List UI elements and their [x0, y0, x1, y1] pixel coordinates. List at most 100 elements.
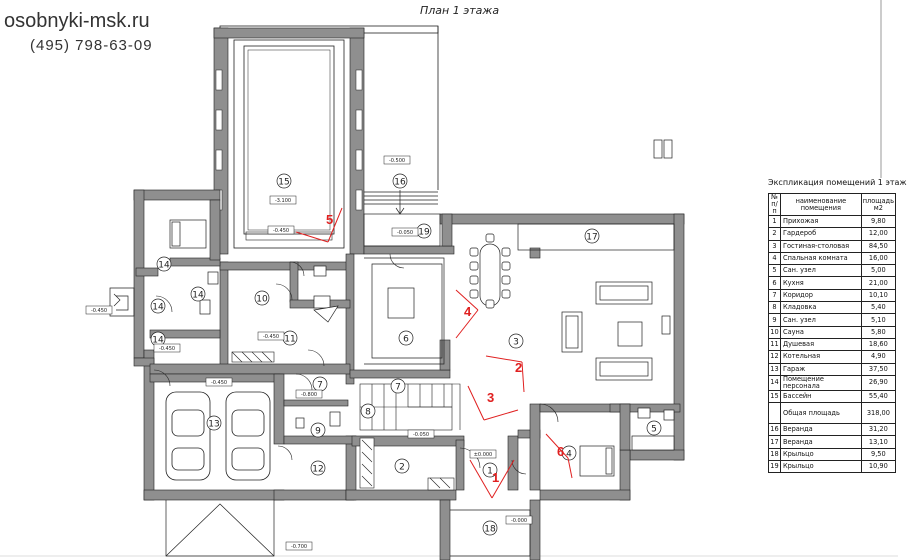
row-num: 3 [768, 239, 781, 253]
row-area: 12,00 [860, 227, 897, 241]
view-line [455, 289, 479, 311]
level-tag-box [407, 429, 435, 439]
row-name: Душевая [780, 337, 862, 352]
room-marker-label: 2 [399, 463, 405, 473]
room-marker-label: 4 [566, 450, 572, 460]
room-marker [150, 298, 166, 314]
pool-block [213, 25, 439, 255]
room-marker [508, 333, 524, 349]
row-area: 37,50 [860, 362, 897, 376]
room-marker-label: 3 [513, 338, 519, 348]
row-name: Прихожая [780, 214, 862, 229]
level-tag-box [505, 515, 533, 525]
row-num: 15 [768, 389, 781, 404]
col-name-header: наименование помещения [780, 193, 862, 216]
total-label: Общая площадь [780, 402, 862, 425]
row-num: 11 [768, 337, 781, 352]
main-walls [133, 189, 685, 560]
row-num [768, 402, 781, 425]
room-marker [310, 422, 326, 438]
explication-panel: Экспликация помещений 1 этаж № п/п наиме… [766, 178, 907, 474]
row-area: 31,20 [860, 423, 897, 437]
row-name: Кладовка [780, 301, 862, 315]
level-tag-box [257, 331, 285, 341]
room-marker-label: 7 [317, 381, 323, 391]
row-num: 18 [768, 447, 781, 462]
view-marker-label: 2 [515, 360, 522, 375]
row-area: 26,90 [860, 374, 897, 391]
level-tag: -0.050 [397, 230, 413, 236]
view-line [295, 231, 329, 243]
col-num-header: № п/п [768, 193, 781, 216]
room-marker-label: 7 [395, 383, 401, 393]
row-name: Бассейн [780, 389, 862, 404]
explication-title: Экспликация помещений 1 этаж [768, 178, 907, 187]
row-name: Помещение персонала [780, 374, 862, 391]
level-tag-box [85, 305, 113, 315]
row-area: 55,40 [860, 389, 897, 404]
garage-approach [165, 500, 531, 557]
site-url[interactable]: osobnyki-msk.ru [4, 10, 150, 32]
row-num: 1 [768, 214, 781, 229]
room-marker [398, 330, 414, 346]
room-marker [390, 378, 406, 394]
dining-table [469, 233, 511, 309]
level-tag: -0.000 [511, 518, 527, 524]
level-tag: -0.450 [159, 346, 175, 352]
room-marker [392, 173, 408, 189]
room-marker [190, 286, 206, 302]
row-num: 13 [768, 362, 781, 376]
beds [169, 219, 615, 477]
level-tag: -0.500 [389, 158, 405, 164]
row-area: 16,00 [860, 251, 897, 266]
row-num: 14 [768, 374, 781, 391]
room-marker [310, 460, 326, 476]
view-line [521, 361, 525, 393]
room-marker [482, 462, 498, 478]
level-tag-box [285, 541, 313, 551]
room-marker [561, 445, 577, 461]
built-in-hatch [231, 351, 455, 491]
room-marker [482, 520, 498, 536]
room-marker [156, 256, 172, 272]
level-tag-box [295, 389, 323, 399]
row-num: 12 [768, 350, 781, 364]
row-area: 5,00 [860, 264, 897, 278]
row-area: 9,50 [860, 447, 897, 462]
room-marker-label: 17 [586, 233, 597, 243]
view-line [327, 207, 343, 243]
room-marker [394, 458, 410, 474]
staff-entry [109, 287, 135, 317]
room-marker-label: 10 [256, 295, 268, 305]
view-line [485, 355, 523, 363]
room-marker-label: 19 [418, 228, 430, 238]
room-marker-label: 18 [484, 525, 496, 535]
row-num: 9 [768, 313, 781, 327]
row-area: 4,90 [860, 350, 897, 364]
row-area: 5,10 [860, 313, 897, 327]
row-num: 5 [768, 264, 781, 278]
total-area: 318,00 [860, 402, 897, 425]
view-marker-label: 3 [487, 390, 494, 405]
room-marker [646, 420, 662, 436]
level-tag-box [269, 195, 297, 205]
row-area: 13,10 [860, 435, 897, 449]
room-marker [206, 415, 222, 431]
room-marker-label: 15 [278, 178, 289, 188]
view-line [455, 309, 479, 339]
row-name: Гардероб [780, 227, 862, 241]
garage-cars [165, 391, 271, 481]
